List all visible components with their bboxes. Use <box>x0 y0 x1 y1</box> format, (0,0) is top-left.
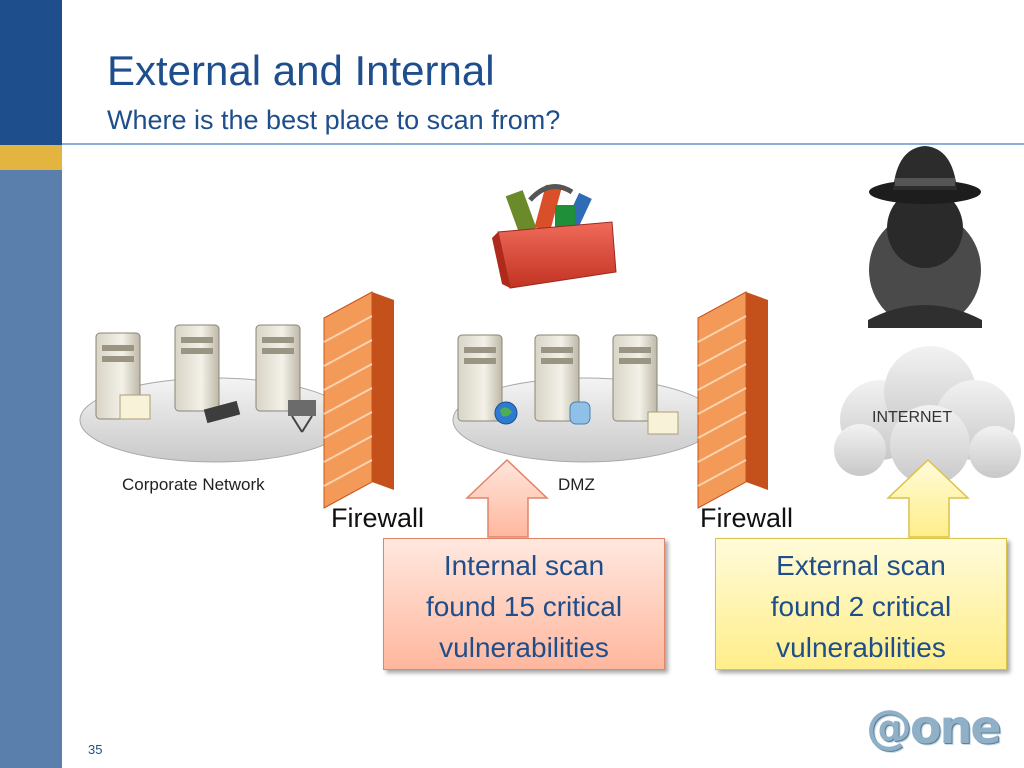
external-callout-line-1: External scan <box>776 550 946 581</box>
slide-title: External and Internal <box>107 47 495 94</box>
external-callout-line-3: vulnerabilities <box>776 632 946 663</box>
internal-callout-line-1: Internal scan <box>443 550 605 581</box>
internet-cloud-icon <box>834 346 1021 485</box>
corporate-network-group <box>79 324 351 463</box>
internal-scan-callout: Internal scan found 15 critical vulnerab… <box>383 538 665 670</box>
mail-server-icon <box>612 334 679 435</box>
firewall-right-label: Firewall <box>700 503 794 533</box>
internal-scan-arrow <box>465 458 549 538</box>
database-server-icon <box>534 334 591 425</box>
server-icon <box>174 324 241 424</box>
scanner-toolbox-icon <box>492 184 617 289</box>
page-number: 35 <box>88 742 103 757</box>
sidebar-top-block <box>0 0 62 145</box>
server-icon <box>255 324 316 433</box>
server-icon <box>95 332 151 420</box>
web-server-icon <box>457 334 518 425</box>
dmz-group <box>452 334 718 463</box>
external-scan-callout: External scan found 2 critical vulnerabi… <box>715 538 1007 670</box>
internet-label: INTERNET <box>872 409 952 426</box>
internal-callout-line-2: found 15 critical <box>425 591 623 622</box>
slide-sidebar <box>0 0 62 768</box>
hacker-icon <box>868 146 982 328</box>
brand-logo: @one <box>866 700 1002 754</box>
firewall-left-label: Firewall <box>331 503 425 533</box>
corporate-network-label: Corporate Network <box>122 475 265 494</box>
title-rule <box>62 143 1024 145</box>
sidebar-gold-stripe <box>0 145 62 170</box>
firewall-right-icon <box>697 291 768 509</box>
dmz-label: DMZ <box>558 475 595 494</box>
internal-callout-line-3: vulnerabilities <box>439 632 609 663</box>
external-callout-line-2: found 2 critical <box>770 591 952 622</box>
slide-subtitle: Where is the best place to scan from? <box>107 105 561 135</box>
external-scan-arrow <box>886 458 970 538</box>
firewall-left-icon <box>323 291 394 509</box>
